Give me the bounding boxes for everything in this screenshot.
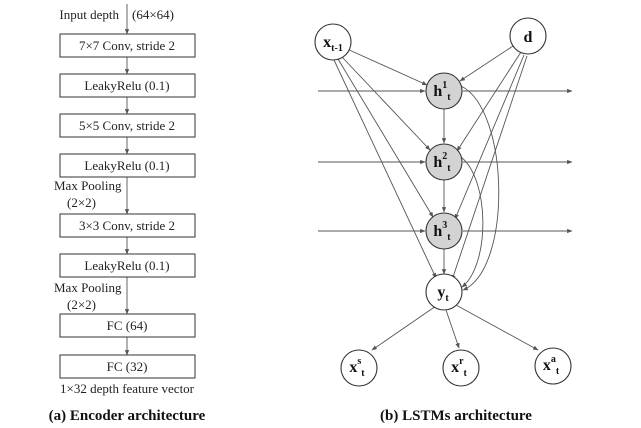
edge-d-h1: [459, 43, 517, 82]
node-d-circle: [509, 17, 547, 55]
svg-text:xt-1: xt-1: [323, 34, 343, 54]
edge-xprev-h1: [346, 48, 428, 86]
edge-y-xa: [455, 304, 539, 351]
encoder-pool1-label: Max Pooling: [54, 178, 122, 193]
edge-y-xr: [445, 309, 460, 349]
svg-text:LeakyRelu (0.1): LeakyRelu (0.1): [84, 78, 169, 93]
node-x-a: xat: [534, 347, 572, 385]
node-h1: h1t: [425, 72, 463, 110]
svg-text:h2t: h2t: [433, 151, 451, 174]
edge-h1-y-skip: [460, 85, 500, 291]
svg-text:FC (64): FC (64): [107, 318, 148, 333]
encoder-layer-conv5x5: 5×5 Conv, stride 2: [59, 113, 196, 138]
lstm-caption: (b) LSTMs architecture: [380, 408, 532, 424]
encoder-input-label: Input depth: [59, 7, 119, 22]
node-x-r-circle: [442, 349, 480, 387]
edge-xprev-y: [333, 59, 437, 279]
node-x-s: xst: [340, 349, 378, 387]
node-x-prev: xt-1: [314, 23, 352, 61]
svg-text:yt: yt: [437, 284, 449, 304]
edge-d-h2: [456, 51, 522, 152]
encoder-caption: (a) Encoder architecture: [49, 408, 206, 424]
node-x-s-circle: [340, 349, 378, 387]
edge-h2-y-skip: [460, 156, 484, 288]
encoder-layer-leakyrelu-3: LeakyRelu (0.1): [59, 253, 196, 278]
svg-text:7×7 Conv, stride 2: 7×7 Conv, stride 2: [79, 38, 175, 53]
svg-text:d: d: [524, 29, 533, 46]
encoder-layer-fc64: FC (64): [59, 313, 196, 338]
encoder-output-label: 1×32 depth feature vector: [60, 381, 195, 396]
node-h2-circle: [425, 143, 463, 181]
edge-xprev-h3: [337, 58, 434, 218]
edge-d-h3: [454, 54, 525, 220]
encoder-input-size: (64×64): [132, 7, 174, 22]
node-d: d: [509, 17, 547, 55]
node-x-a-circle: [534, 347, 572, 385]
encoder-layer-leakyrelu-2: LeakyRelu (0.1): [59, 153, 196, 178]
svg-text:xat: xat: [543, 354, 560, 377]
encoder-diagram: Input depth (64×64) 7×7 Conv, stride 2 L…: [49, 4, 206, 424]
svg-text:xrt: xrt: [451, 356, 467, 379]
encoder-layer-leakyrelu-1: LeakyRelu (0.1): [59, 73, 196, 98]
encoder-layer-conv3x3: 3×3 Conv, stride 2: [59, 213, 196, 238]
svg-text:LeakyRelu (0.1): LeakyRelu (0.1): [84, 258, 169, 273]
encoder-layer-conv7x7: 7×7 Conv, stride 2: [59, 33, 196, 58]
encoder-layer-fc32: FC (32): [59, 354, 196, 379]
node-h1-circle: [425, 72, 463, 110]
svg-text:3×3 Conv, stride 2: 3×3 Conv, stride 2: [79, 218, 175, 233]
svg-text:h3t: h3t: [433, 220, 451, 243]
edge-xprev-h2: [341, 56, 431, 151]
encoder-pool1-size: (2×2): [67, 195, 96, 210]
node-h2: h2t: [425, 143, 463, 181]
node-y-circle: [425, 273, 463, 311]
edge-d-y: [451, 55, 528, 281]
svg-text:FC (32): FC (32): [107, 359, 148, 374]
node-x-prev-circle: [314, 23, 352, 61]
edge-y-xs: [371, 305, 437, 351]
node-y: yt: [425, 273, 463, 311]
node-h3: h3t: [425, 212, 463, 250]
node-x-r: xrt: [442, 349, 480, 387]
encoder-pool2-size: (2×2): [67, 297, 96, 312]
svg-text:h1t: h1t: [433, 80, 451, 103]
encoder-pool2-label: Max Pooling: [54, 280, 122, 295]
lstm-diagram: xt-1 d h1t h2t h3t yt: [314, 17, 573, 424]
svg-text:LeakyRelu (0.1): LeakyRelu (0.1): [84, 158, 169, 173]
svg-text:5×5 Conv, stride 2: 5×5 Conv, stride 2: [79, 118, 175, 133]
node-h3-circle: [425, 212, 463, 250]
svg-text:xst: xst: [349, 356, 365, 379]
